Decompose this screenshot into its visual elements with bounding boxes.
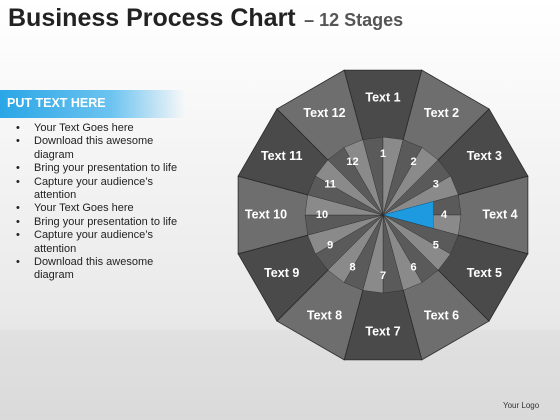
bullet-item: Capture your audience’s attention bbox=[14, 229, 189, 256]
stage-number-4: 4 bbox=[441, 209, 448, 221]
inner-wedge-12 bbox=[343, 139, 384, 216]
bullet-item: Download this awesome diagram bbox=[14, 135, 189, 162]
stage-label-10: Text 10 bbox=[245, 207, 287, 221]
bullet-item: Download this awesome diagram bbox=[14, 256, 189, 283]
bullet-item: Bring your presentation to life bbox=[14, 216, 189, 230]
outer-ring bbox=[237, 69, 529, 361]
bullet-item: Your Text Goes here bbox=[14, 202, 189, 216]
stage-number-9: 9 bbox=[327, 239, 333, 251]
stage-label-5: Text 5 bbox=[467, 266, 502, 280]
stage-number-11: 11 bbox=[324, 178, 336, 190]
section-heading: PUT TEXT HERE bbox=[7, 96, 106, 110]
stage-label-4: Text 4 bbox=[482, 207, 517, 221]
stage-number-8: 8 bbox=[349, 262, 355, 274]
stage-number-3: 3 bbox=[433, 178, 439, 190]
stage-number-7: 7 bbox=[380, 270, 386, 282]
bullet-item: Bring your presentation to life bbox=[14, 162, 189, 176]
stage-number-10: 10 bbox=[316, 209, 328, 221]
title-main: Business Process Chart bbox=[8, 4, 296, 32]
stage-label-3: Text 3 bbox=[467, 149, 502, 163]
logo-text: Your Logo bbox=[503, 401, 540, 410]
outer-labels: Text 1 Text 2 Text 3 Text 4 Text 5 Text 6 Text… bbox=[245, 90, 518, 338]
dodecagon-process-diagram: Text 1 Text 2 Text 3 Text 4 Text 5 Text 6 Text… bbox=[237, 69, 529, 361]
stage-label-1: Text 1 bbox=[365, 90, 400, 104]
stage-label-8: Text 8 bbox=[307, 309, 342, 323]
bullet-list: Your Text Goes here Download this awesom… bbox=[14, 122, 189, 283]
section-heading-bar bbox=[0, 90, 185, 118]
bullet-item: Your Text Goes here bbox=[14, 122, 189, 136]
inner-ring bbox=[304, 136, 462, 294]
stage-number-12: 12 bbox=[346, 156, 358, 168]
stage-number-2: 2 bbox=[410, 156, 416, 168]
stage-number-5: 5 bbox=[433, 239, 439, 251]
stage-number-6: 6 bbox=[410, 262, 416, 274]
title-subtitle: – 12 Stages bbox=[304, 10, 404, 30]
stage-label-6: Text 6 bbox=[424, 309, 459, 323]
bullet-item: Capture your audience’s attention bbox=[14, 176, 189, 203]
stage-label-7: Text 7 bbox=[365, 324, 400, 338]
stage-label-9: Text 9 bbox=[264, 266, 299, 280]
stage-label-11: Text 11 bbox=[261, 149, 303, 163]
stage-number-1: 1 bbox=[380, 148, 386, 160]
slide-title: Business Process Chart – 12 Stages bbox=[8, 4, 403, 33]
stage-label-2: Text 2 bbox=[424, 106, 459, 120]
stage-label-12: Text 12 bbox=[303, 106, 345, 120]
